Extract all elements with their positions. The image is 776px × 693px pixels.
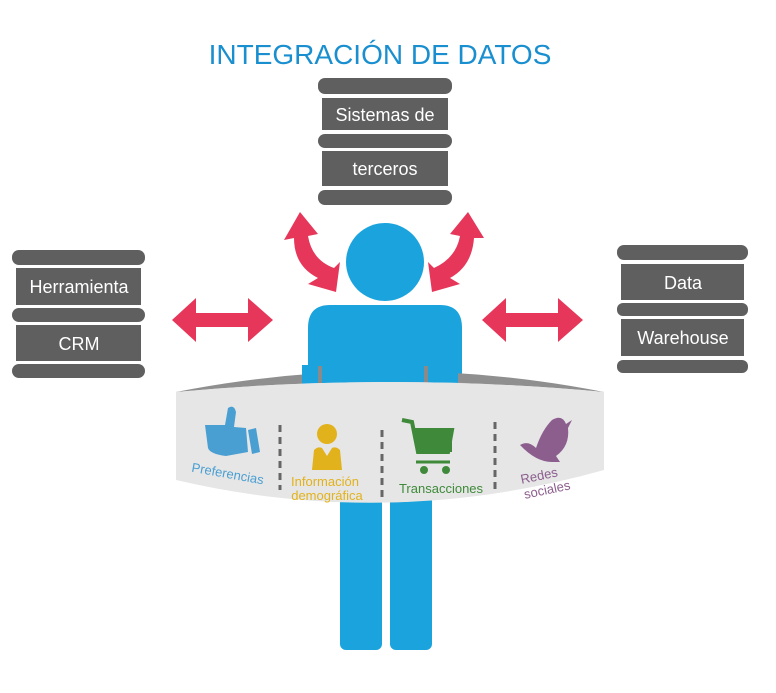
double-arrow-right-icon bbox=[482, 298, 583, 342]
thumbs-up-icon bbox=[205, 406, 260, 456]
person-icon bbox=[312, 424, 342, 470]
curved-arrow-right-icon bbox=[428, 212, 484, 292]
db-label: terceros bbox=[352, 159, 417, 179]
database-crm-tool: Herramienta CRM bbox=[12, 250, 145, 378]
db-label: CRM bbox=[59, 334, 100, 354]
data-belt: Preferencias Información demográfica Tra… bbox=[176, 365, 604, 503]
shopping-cart-icon bbox=[401, 418, 455, 474]
double-arrow-left-icon bbox=[172, 298, 273, 342]
db-label: Warehouse bbox=[637, 328, 728, 348]
curved-arrow-left-icon bbox=[284, 212, 340, 292]
db-label: Sistemas de bbox=[335, 105, 434, 125]
database-third-party-systems: Sistemas de terceros bbox=[318, 78, 452, 205]
bird-icon bbox=[520, 417, 572, 462]
label-informacion: Información bbox=[291, 474, 359, 489]
label-demografica: demográfica bbox=[291, 488, 363, 503]
label-transacciones: Transacciones bbox=[399, 481, 484, 496]
title: INTEGRACIÓN DE DATOS bbox=[209, 39, 552, 70]
database-data-warehouse: Data Warehouse bbox=[617, 245, 748, 373]
db-label: Data bbox=[664, 273, 703, 293]
db-label: Herramienta bbox=[29, 277, 129, 297]
